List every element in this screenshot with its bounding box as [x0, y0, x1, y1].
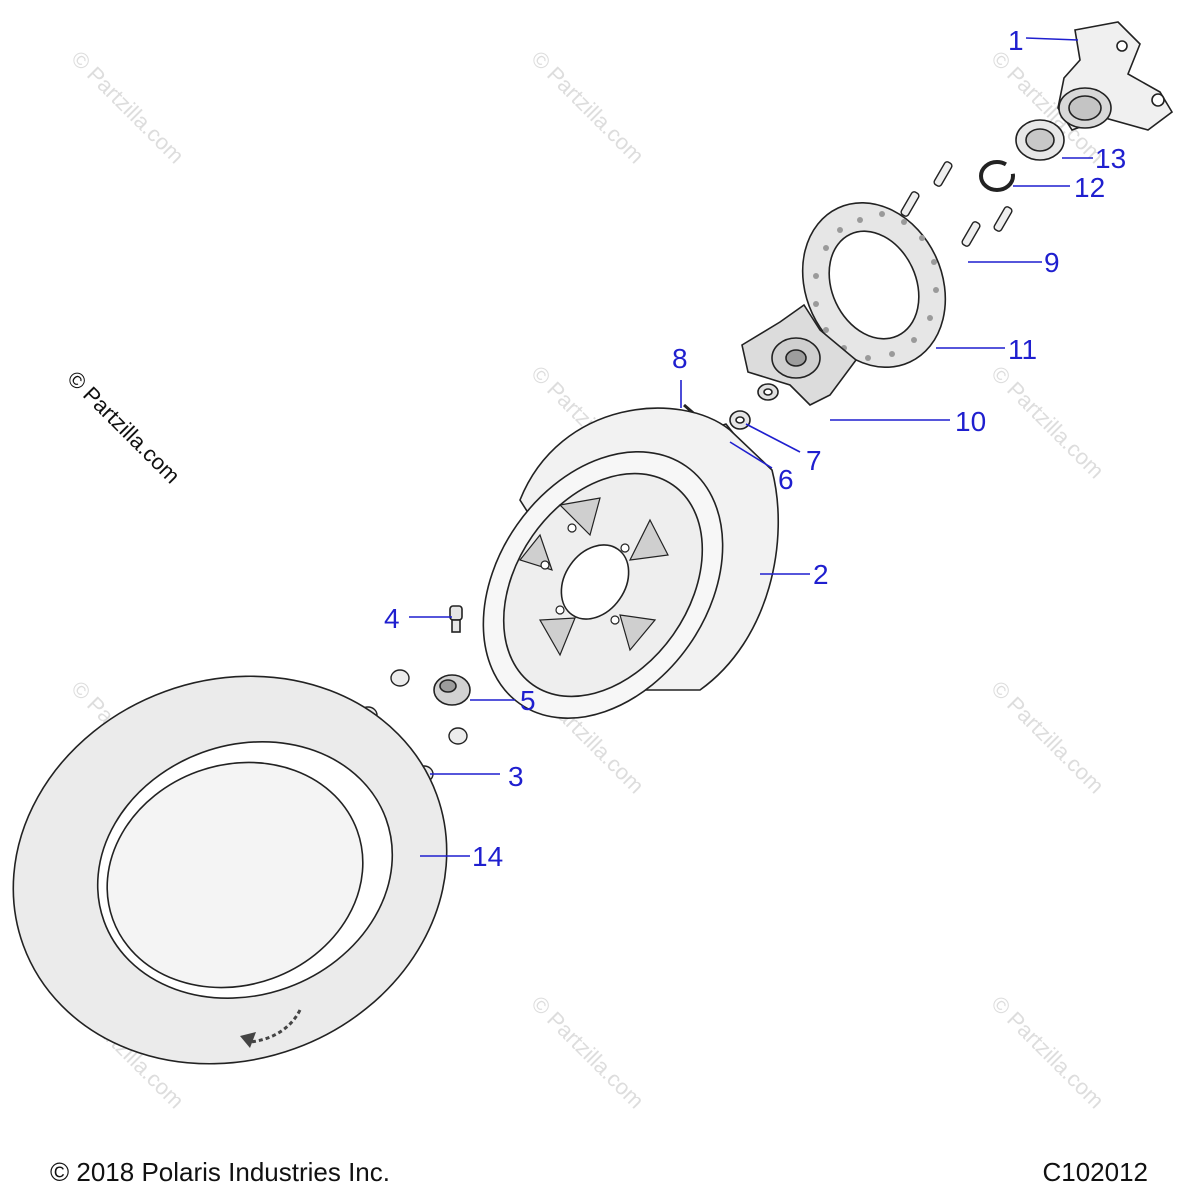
knuckle-part [1057, 21, 1174, 131]
callout-11: 11 [1008, 334, 1037, 365]
tire-part [12, 675, 448, 1065]
callout-10: 10 [955, 406, 986, 437]
brake-disc-part [801, 201, 947, 369]
callout-13: 13 [1095, 143, 1126, 174]
callout-labels: 1 2 3 4 5 6 7 8 9 10 11 12 13 14 [384, 25, 1126, 872]
watermark: © Partzilla.com [66, 46, 189, 169]
watermark: © Partzilla.com [526, 991, 649, 1114]
callout-9: 9 [1044, 247, 1060, 278]
callout-14: 14 [472, 841, 503, 872]
callout-4: 4 [384, 603, 400, 634]
wheel-rim-part [482, 407, 780, 719]
callout-12: 12 [1074, 172, 1105, 203]
watermark: © Partzilla.com [526, 46, 649, 169]
watermark: © Partzilla.com [986, 676, 1109, 799]
bearing-part [1015, 119, 1065, 161]
callout-2: 2 [813, 559, 829, 590]
callout-6: 6 [778, 464, 794, 495]
diagram-id: C102012 [1042, 1157, 1148, 1187]
callout-3: 3 [508, 761, 524, 792]
copyright-text: © 2018 Polaris Industries Inc. [50, 1157, 390, 1187]
callout-5: 5 [520, 685, 536, 716]
snap-ring-part [979, 160, 1015, 192]
callout-8: 8 [672, 343, 688, 374]
washer-part [729, 410, 751, 430]
callout-7: 7 [806, 445, 822, 476]
center-cap-part [433, 674, 471, 706]
watermark: © Partzilla.com [986, 361, 1109, 484]
watermark: © Partzilla.com [986, 991, 1109, 1114]
brake-bolts-part [900, 161, 1013, 247]
side-watermark: © Partzilla.com [62, 366, 185, 489]
valve-stem-part [449, 605, 463, 633]
leader-lines [409, 37, 1093, 857]
callout-1: 1 [1008, 25, 1024, 56]
hub-part [741, 303, 858, 406]
